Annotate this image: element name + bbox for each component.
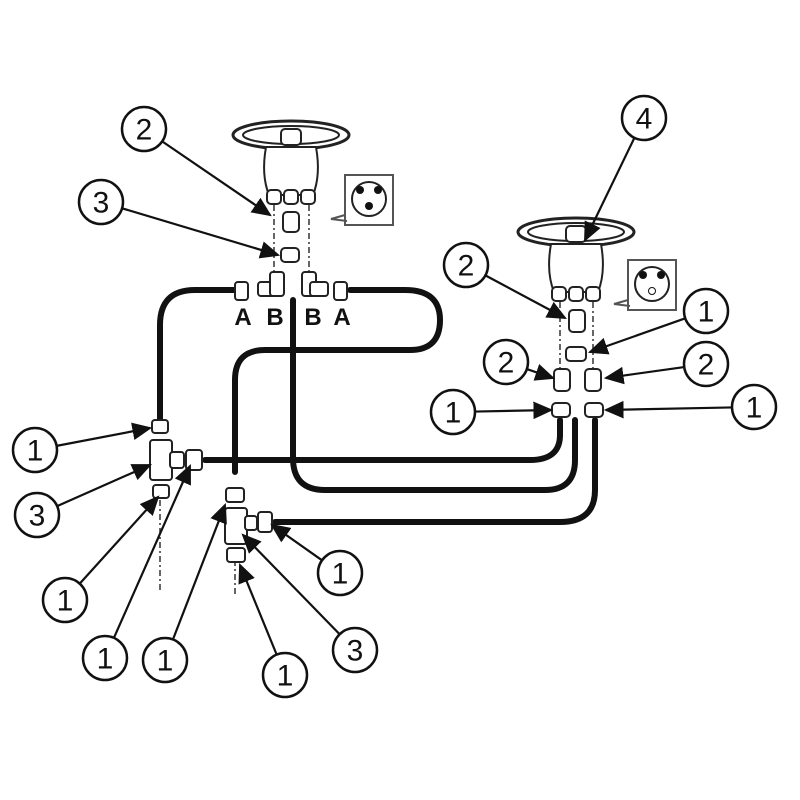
leader-arrow bbox=[121, 207, 281, 259]
leader-arrow bbox=[484, 274, 567, 320]
callout-marker: 3 bbox=[13, 491, 61, 539]
helm-pump-left bbox=[231, 119, 394, 301]
hoses bbox=[157, 287, 598, 595]
callout-number: 1 bbox=[445, 397, 462, 430]
callout-marker: 1 bbox=[261, 651, 309, 699]
callout-number: 1 bbox=[57, 585, 74, 618]
callout-marker: 2 bbox=[442, 241, 490, 289]
callout-number: 1 bbox=[332, 558, 349, 591]
leader-arrow bbox=[238, 562, 278, 656]
callout-marker: 2 bbox=[482, 338, 530, 386]
leader-arrow bbox=[241, 533, 341, 636]
leader-arrow bbox=[587, 317, 686, 355]
three-port-connector-icon bbox=[613, 259, 677, 311]
callout-number: 2 bbox=[498, 347, 515, 380]
callout-number: 1 bbox=[97, 643, 114, 676]
hose-right-a bbox=[232, 287, 444, 475]
t-fitting-center bbox=[224, 487, 273, 563]
callout-marker: 1 bbox=[41, 576, 89, 624]
callout-marker: 3 bbox=[331, 626, 379, 674]
callout-number: 1 bbox=[746, 392, 763, 425]
callout-number: 3 bbox=[29, 500, 46, 533]
port-label-b: B bbox=[266, 304, 283, 331]
leader-arrow bbox=[161, 140, 272, 217]
leader-arrow bbox=[56, 463, 153, 508]
port-label-a: A bbox=[333, 304, 350, 331]
three-port-connector-icon bbox=[330, 174, 394, 226]
hose-lower-right bbox=[272, 417, 598, 525]
callout-number: 2 bbox=[458, 250, 475, 283]
leader-arrow bbox=[171, 502, 227, 640]
leader-arrow bbox=[78, 495, 160, 585]
callout-marker: 1 bbox=[141, 636, 189, 684]
t-fitting-left bbox=[149, 419, 203, 499]
callout-marker: 2 bbox=[682, 340, 730, 388]
callout-marker: 4 bbox=[620, 94, 668, 142]
leader-arrow bbox=[584, 137, 636, 242]
callout-number: 3 bbox=[93, 187, 110, 220]
hose-center-b bbox=[290, 309, 578, 493]
callout-number: 3 bbox=[347, 635, 364, 668]
port-labels: A B B A bbox=[234, 304, 350, 331]
port-label-b: B bbox=[304, 304, 321, 331]
leader-arrow bbox=[112, 463, 192, 639]
leader-arrow bbox=[526, 363, 556, 381]
callout-marker: 1 bbox=[11, 426, 59, 474]
hose-lower-left bbox=[202, 417, 563, 463]
callout-number: 1 bbox=[157, 645, 174, 678]
callout-number: 1 bbox=[277, 660, 294, 693]
callout-marker: 1 bbox=[730, 383, 778, 431]
callout-number: 1 bbox=[27, 435, 44, 468]
leader-arrow bbox=[270, 523, 323, 562]
leader-arrow bbox=[603, 365, 685, 385]
callout-number: 4 bbox=[636, 103, 653, 136]
leader-arrow bbox=[474, 401, 554, 420]
callout-marker: 3 bbox=[77, 178, 125, 226]
callout-number: 1 bbox=[698, 296, 715, 329]
callout-number: 2 bbox=[698, 349, 715, 382]
leader-arrow bbox=[603, 400, 733, 419]
callout-marker: 2 bbox=[120, 105, 168, 153]
port-label-a: A bbox=[234, 304, 251, 331]
callout-marker: 1 bbox=[682, 287, 730, 335]
helm-pump-right bbox=[516, 216, 677, 418]
callout-number: 2 bbox=[136, 114, 153, 147]
callout-marker: 1 bbox=[81, 634, 129, 682]
leader-arrow bbox=[56, 422, 153, 447]
callout-marker: 1 bbox=[429, 388, 477, 436]
callout-marker: 1 bbox=[316, 549, 364, 597]
hose-left-a bbox=[157, 287, 241, 423]
